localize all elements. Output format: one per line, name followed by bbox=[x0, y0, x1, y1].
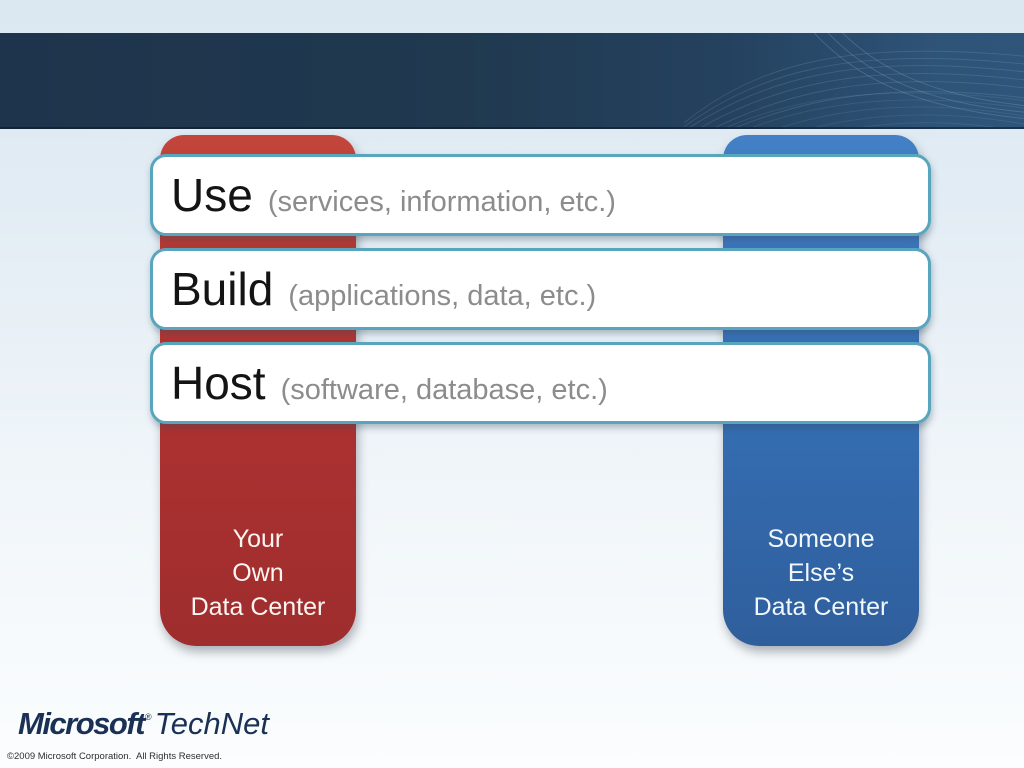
pillar-label-line: Someone bbox=[767, 525, 875, 553]
wave-pattern-decoration bbox=[684, 33, 1024, 127]
layer-box-use: Use (services, information, etc.) bbox=[150, 154, 931, 236]
layer-text: Host (software, database, etc.) bbox=[171, 360, 608, 406]
microsoft-wordmark: Microsoft bbox=[18, 706, 146, 741]
layer-subtitle-use: (services, information, etc.) bbox=[267, 186, 616, 218]
pillar-label-line: Data Center bbox=[753, 593, 889, 621]
layer-text: Use (services, information, etc.) bbox=[171, 172, 616, 218]
copyright-text: ©2009 Microsoft Corporation. All Rights … bbox=[7, 751, 223, 762]
pillar-label-line: Data Center bbox=[190, 593, 326, 621]
registered-trademark-mark: ® bbox=[145, 712, 152, 722]
microsoft-technet-logo: Microsoft®TechNet bbox=[18, 706, 269, 742]
layer-title-use: Use bbox=[171, 169, 253, 221]
pillar-label-line: Own bbox=[232, 559, 284, 587]
layer-text: Build (applications, data, etc.) bbox=[171, 266, 596, 312]
layer-box-build: Build (applications, data, etc.) bbox=[150, 248, 931, 330]
layer-title-host: Host bbox=[171, 357, 266, 409]
technet-wordmark: TechNet bbox=[154, 706, 269, 741]
pillar-label-line: Else’s bbox=[787, 559, 855, 587]
layer-subtitle-build: (applications, data, etc.) bbox=[288, 280, 597, 312]
layer-title-build: Build bbox=[171, 263, 274, 315]
layer-box-host: Host (software, database, etc.) bbox=[150, 342, 931, 424]
layer-subtitle-host: (software, database, etc.) bbox=[280, 374, 608, 406]
pillar-someone-elses-label: Someone Else’s Data Center bbox=[723, 522, 919, 624]
header-band bbox=[0, 33, 1024, 129]
pillar-label-line: Your bbox=[232, 525, 284, 553]
pillar-your-own-label: Your Own Data Center bbox=[160, 522, 356, 624]
